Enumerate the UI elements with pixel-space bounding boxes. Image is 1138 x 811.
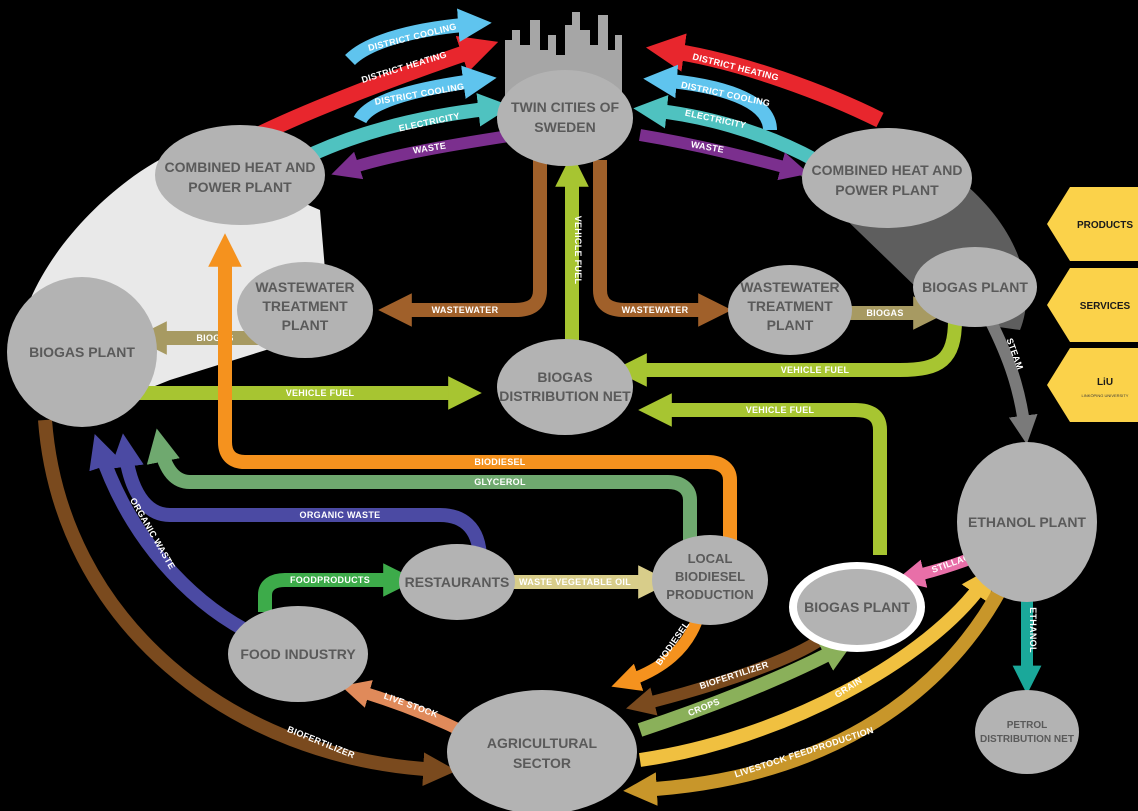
flow-steam: STEAM	[984, 317, 1038, 445]
flow-waste-vegetable-oil: WASTE VEGETABLE OIL	[510, 565, 672, 599]
flow-wastewater-right: WASTEWATER	[593, 160, 732, 327]
svg-text:BIOGAS PLANT: BIOGAS PLANT	[804, 599, 910, 615]
flow-waste-right: WASTE	[639, 129, 809, 181]
liu-logo-text: LiU	[1097, 377, 1113, 388]
label-foodproducts: FOODPRODUCTS	[290, 575, 370, 585]
side-tab-services[interactable]: SERVICES	[1047, 268, 1138, 342]
flow-vehicle-fuel-left: VEHICLE FUEL	[120, 376, 482, 410]
label-biogas-left: BIOGAS	[196, 333, 233, 343]
svg-text:PRODUCTS: PRODUCTS	[1077, 220, 1133, 231]
flow-foodproducts: FOODPRODUCTS	[258, 563, 417, 612]
flow-biogas-right: BIOGAS	[850, 296, 947, 330]
node-food-industry: FOOD INDUSTRY	[228, 606, 368, 702]
flow-waste-left: WASTE	[331, 129, 516, 180]
label-biogas-right: BIOGAS	[866, 308, 903, 318]
flow-ethanol: ETHANOL	[1012, 600, 1042, 695]
liu-subtitle: LINKÖPING UNIVERSITY	[1082, 393, 1129, 398]
flow-live-stock: LIVE STOCK	[341, 680, 473, 741]
label-wastewater-right: WASTEWATER	[622, 305, 689, 315]
svg-text:BIOGAS PLANT: BIOGAS PLANT	[29, 344, 135, 360]
label-district-cooling-right: DISTRICT COOLING	[680, 80, 771, 109]
label-vehicle-fuel-right: VEHICLE FUEL	[781, 365, 850, 375]
flow-vehicle-fuel-bottom: VEHICLE FUEL	[638, 393, 887, 555]
node-biogas-left: BIOGAS PLANT	[7, 277, 157, 427]
svg-text:SERVICES: SERVICES	[1080, 301, 1131, 312]
flow-glycerol: GLYCEROL	[146, 428, 697, 560]
svg-text:FOOD INDUSTRY: FOOD INDUSTRY	[240, 646, 356, 662]
label-vehicle-fuel-up: VEHICLE FUEL	[573, 216, 583, 285]
label-wastewater-left: WASTEWATER	[432, 305, 499, 315]
label-biodiesel: BIODIESEL	[474, 457, 525, 467]
flow-wastewater-left: WASTEWATER	[378, 160, 547, 327]
side-tab-liu[interactable]: LiU LINKÖPING UNIVERSITY	[1047, 348, 1138, 422]
node-restaurants: RESTAURANTS	[399, 544, 515, 620]
flow-organic-waste-1: ORGANIC WASTE	[110, 433, 487, 561]
flow-biogas-left: BIOGAS	[133, 321, 265, 355]
svg-text:ETHANOL PLANT: ETHANOL PLANT	[968, 514, 1086, 530]
flow-vehicle-fuel-right: VEHICLE FUEL	[613, 319, 962, 387]
flow-biodiesel: BIODIESEL	[208, 233, 737, 560]
label-ethanol: ETHANOL	[1028, 607, 1038, 653]
label-glycerol: GLYCEROL	[474, 477, 526, 487]
flow-vehicle-fuel-up: VEHICLE FUEL	[555, 153, 589, 355]
label-organic-waste-1: ORGANIC WASTE	[300, 510, 381, 520]
label-vehicle-fuel-bottom: VEHICLE FUEL	[746, 405, 815, 415]
node-biogas-bottom: BIOGAS PLANT	[789, 562, 925, 652]
node-ethanol: ETHANOL PLANT	[957, 442, 1097, 602]
label-vehicle-fuel-left: VEHICLE FUEL	[286, 388, 355, 398]
node-biogas-right: BIOGAS PLANT	[913, 247, 1037, 327]
svg-text:RESTAURANTS: RESTAURANTS	[405, 574, 510, 590]
side-tab-products[interactable]: PRODUCTS	[1047, 187, 1138, 261]
label-waste-vegetable-oil: WASTE VEGETABLE OIL	[519, 577, 631, 587]
svg-text:BIOGAS PLANT: BIOGAS PLANT	[922, 279, 1028, 295]
